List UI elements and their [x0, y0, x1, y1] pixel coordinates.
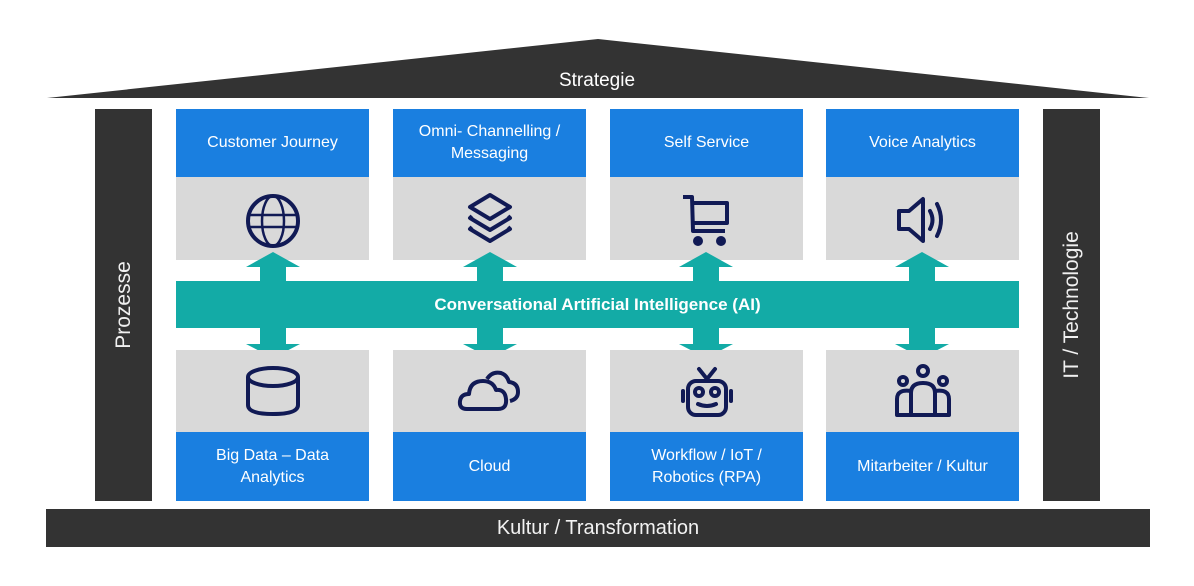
label: Omni- Channelling / Messaging	[418, 123, 561, 162]
top-label-customer-journey: Customer Journey	[176, 109, 369, 177]
base-foundation: Kultur / Transformation	[46, 509, 1150, 547]
ai-bar-label: Conversational Artificial Intelligence (…	[434, 294, 761, 314]
arrow-omni-channelling	[463, 252, 517, 358]
arrow-up	[246, 252, 300, 282]
robot-icon	[680, 367, 733, 417]
bottom-icon-cell-mitarbeiter	[826, 350, 1019, 432]
ai-bar: Conversational Artificial Intelligence (…	[176, 281, 1019, 328]
cloud-icon	[457, 370, 520, 411]
bottom-icon-cell-big-data	[176, 350, 369, 432]
people-icon	[894, 364, 951, 417]
bottom-icon-cell-workflow	[610, 350, 803, 432]
bottom-label-cloud: Cloud	[393, 432, 586, 501]
arrow-up	[895, 252, 949, 282]
bottom-label-workflow: Workflow / IoT / Robotics (RPA)	[610, 432, 803, 501]
top-icon-cell-self-service	[610, 177, 803, 260]
arrow-self-service	[679, 252, 733, 358]
label: Mitarbeiter / Kultur	[857, 457, 988, 475]
label: Self Service	[663, 134, 750, 151]
roof-shape	[47, 39, 1149, 98]
bottom-label-mitarbeiter: Mitarbeiter / Kultur	[826, 432, 1019, 501]
bottom-icon-cell-cloud	[393, 350, 586, 432]
roof-label: Strategie	[558, 70, 636, 91]
arrow-up	[463, 252, 517, 282]
top-label-self-service: Self Service	[610, 109, 803, 177]
top-label-omni-channelling: Omni- Channelling / Messaging	[393, 109, 586, 177]
arrow-voice-analytics	[895, 252, 949, 358]
roof	[47, 39, 1149, 98]
top-label-voice-analytics: Voice Analytics	[826, 109, 1019, 177]
arrow-up	[679, 252, 733, 282]
base-label: Kultur / Transformation	[496, 516, 700, 539]
layers-icon	[467, 192, 512, 243]
database-icon	[245, 366, 300, 417]
bottom-label-big-data: Big Data – Data Analytics	[176, 432, 369, 501]
top-icon-cell-omni-channelling	[393, 177, 586, 260]
label: Big Data – Data Analytics	[216, 446, 329, 486]
pillar-right: IT / Technologie	[1043, 109, 1100, 501]
top-icon-cell-voice-analytics	[826, 177, 1019, 260]
globe-icon	[245, 193, 300, 248]
arrow-customer-journey	[246, 252, 300, 358]
label: Customer Journey	[207, 134, 338, 151]
shopping-cart-icon	[682, 194, 729, 246]
label: Voice Analytics	[869, 134, 976, 151]
pillar-left: Prozesse	[95, 109, 152, 501]
label: Workflow / IoT / Robotics (RPA)	[651, 446, 762, 486]
speaker-icon	[896, 196, 943, 243]
label: Cloud	[468, 457, 511, 475]
top-icon-cell-customer-journey	[176, 177, 369, 260]
